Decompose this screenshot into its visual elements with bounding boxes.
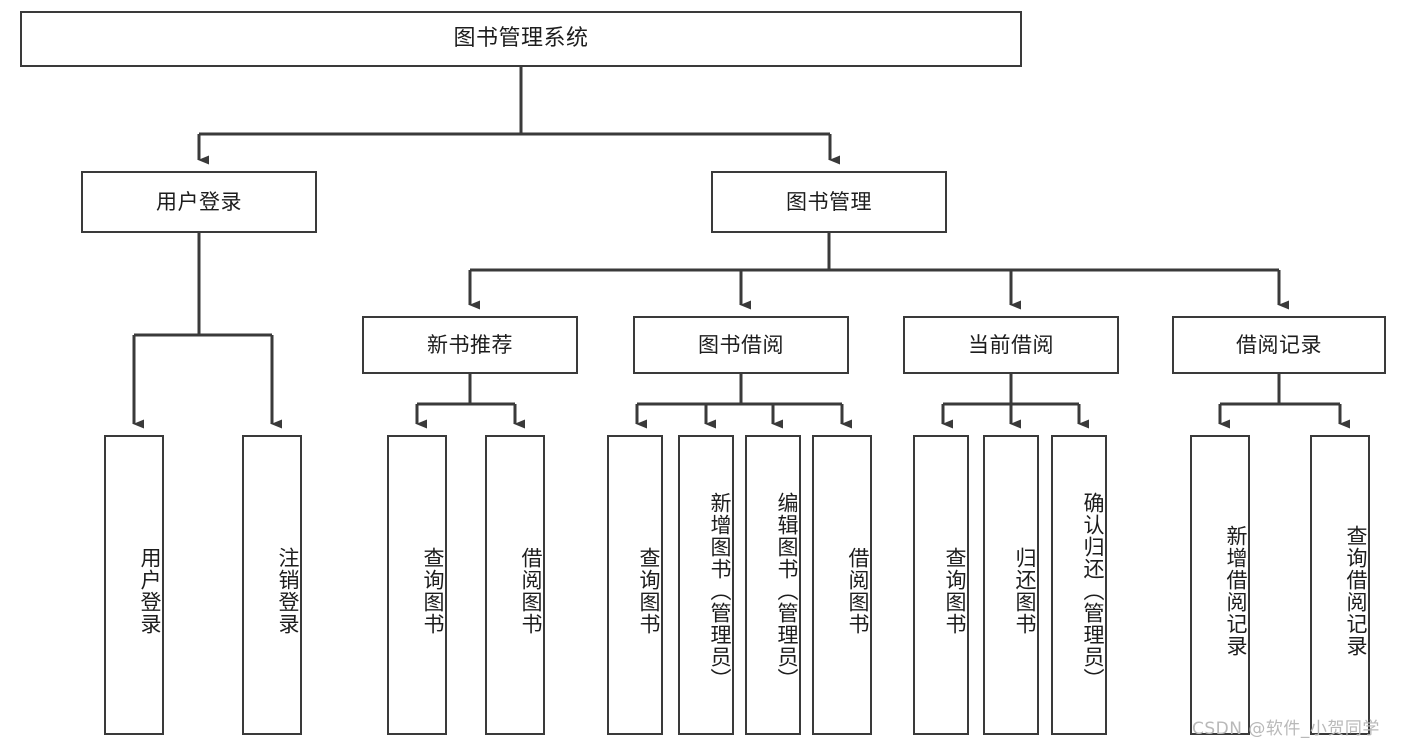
node-root[interactable]: 图书管理系统 [20, 11, 1022, 67]
leaf-logout[interactable]: 注销登录 [242, 435, 302, 735]
leaf-query-books-current[interactable]: 查询图书 [913, 435, 969, 735]
node-user-login[interactable]: 用户登录 [81, 171, 317, 233]
node-book-management[interactable]: 图书管理 [711, 171, 947, 233]
node-current-borrow[interactable]: 当前借阅 [903, 316, 1119, 374]
leaf-borrow-books[interactable]: 借阅图书 [812, 435, 872, 735]
leaf-return-books[interactable]: 归还图书 [983, 435, 1039, 735]
leaf-add-borrow-record[interactable]: 新增借阅记录 [1190, 435, 1250, 735]
leaf-add-book-admin[interactable]: 新增图书（管理员） [678, 435, 734, 735]
node-borrow-records[interactable]: 借阅记录 [1172, 316, 1386, 374]
leaf-user-login[interactable]: 用户登录 [104, 435, 164, 735]
leaf-confirm-return-admin[interactable]: 确认归还（管理员） [1051, 435, 1107, 735]
leaf-borrow-books-recommend[interactable]: 借阅图书 [485, 435, 545, 735]
node-book-borrow[interactable]: 图书借阅 [633, 316, 849, 374]
csdn-watermark: CSDN @软件_小贺同学 [1192, 719, 1380, 739]
leaf-query-borrow-record[interactable]: 查询借阅记录 [1310, 435, 1370, 735]
leaf-query-books-borrow[interactable]: 查询图书 [607, 435, 663, 735]
leaf-edit-book-admin[interactable]: 编辑图书（管理员） [745, 435, 801, 735]
leaf-query-books-recommend[interactable]: 查询图书 [387, 435, 447, 735]
node-new-book-recommend[interactable]: 新书推荐 [362, 316, 578, 374]
